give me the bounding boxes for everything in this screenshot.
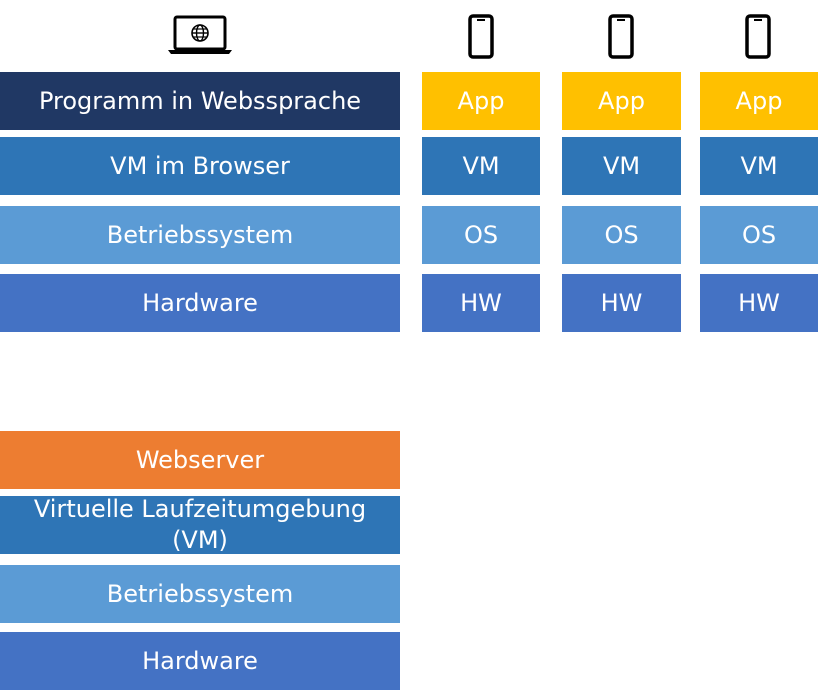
server-hardware-layer-label: Hardware: [142, 646, 258, 675]
server-os-layer: Betriebssystem: [0, 565, 400, 623]
device-vm-label: VM: [740, 151, 778, 180]
server-os-layer-label: Betriebssystem: [106, 579, 294, 608]
device-hw-layer: HW: [562, 274, 681, 332]
os-layer: Betriebssystem: [0, 206, 400, 264]
device-os-label: OS: [604, 220, 639, 249]
device-os-layer: OS: [700, 206, 818, 264]
device-os-layer: OS: [422, 206, 540, 264]
webserver-layer-label: Webserver: [135, 445, 265, 474]
device-app-label: App: [598, 86, 645, 115]
smartphone-icon: [745, 14, 771, 59]
device-hw-layer: HW: [700, 274, 818, 332]
device-hw-label: HW: [460, 288, 502, 317]
smartphone-icon: [468, 14, 494, 59]
os-layer-label: Betriebssystem: [106, 220, 294, 249]
webserver-layer: Webserver: [0, 431, 400, 489]
hardware-layer-label: Hardware: [142, 288, 258, 317]
vm-layer: VM im Browser: [0, 137, 400, 195]
device-app-label: App: [735, 86, 783, 115]
device-vm-label: VM: [602, 151, 641, 180]
smartphone-icon: [608, 14, 634, 59]
server-hardware-layer: Hardware: [0, 632, 400, 690]
device-hw-label: HW: [738, 288, 780, 317]
server-vm-layer-label: Virtuelle Laufzeitumgebung (VM): [33, 495, 367, 554]
device-vm-label: VM: [462, 151, 500, 180]
device-vm-layer: VM: [422, 137, 540, 195]
device-app-label: App: [457, 86, 505, 115]
vm-layer-label: VM im Browser: [110, 151, 290, 180]
program-layer-label: Programm in Webssprache: [38, 86, 362, 115]
laptop-globe-icon: [168, 15, 232, 54]
server-vm-layer: Virtuelle Laufzeitumgebung (VM): [0, 495, 400, 554]
device-app-layer: App: [700, 72, 818, 130]
device-vm-layer: VM: [562, 137, 681, 195]
device-app-layer: App: [562, 72, 681, 130]
device-vm-layer: VM: [700, 137, 818, 195]
device-hw-label: HW: [600, 288, 643, 317]
device-app-layer: App: [422, 72, 540, 130]
device-os-layer: OS: [562, 206, 681, 264]
hardware-layer: Hardware: [0, 274, 400, 332]
program-layer: Programm in Webssprache: [0, 72, 400, 130]
device-hw-layer: HW: [422, 274, 540, 332]
device-os-label: OS: [463, 220, 499, 249]
device-os-label: OS: [741, 220, 777, 249]
